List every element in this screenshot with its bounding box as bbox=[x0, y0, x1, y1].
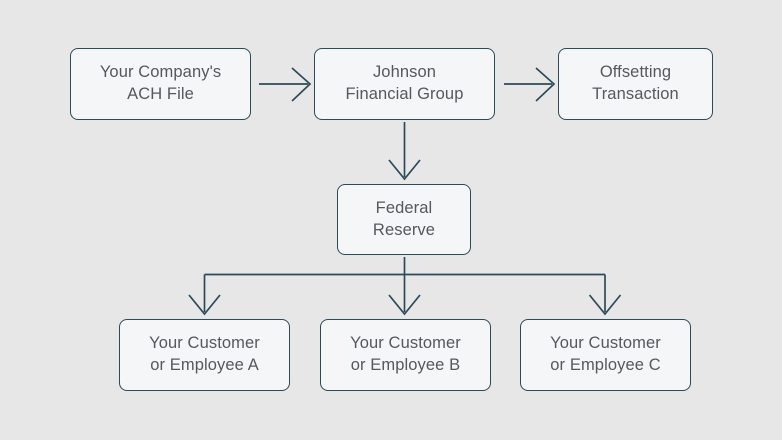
node-offsetting-transaction[interactable]: Offsetting Transaction bbox=[558, 48, 713, 120]
edge-johnson-to-fed bbox=[388, 122, 421, 181]
edge-fed-to-customer-a bbox=[188, 294, 221, 316]
node-ach-file[interactable]: Your Company's ACH File bbox=[70, 48, 251, 120]
edge-johnson-to-offsetting bbox=[504, 67, 556, 102]
node-customer-b-label: Your Customer or Employee B bbox=[350, 334, 461, 374]
node-customer-c[interactable]: Your Customer or Employee C bbox=[520, 319, 691, 391]
edge-ach-to-johnson bbox=[259, 67, 312, 102]
node-johnson-financial-group[interactable]: Johnson Financial Group bbox=[314, 48, 495, 120]
node-customer-b[interactable]: Your Customer or Employee B bbox=[320, 319, 491, 391]
node-offsetting-transaction-label: Offsetting Transaction bbox=[592, 63, 679, 103]
edge-fed-bus bbox=[203, 257, 606, 312]
node-federal-reserve[interactable]: Federal Reserve bbox=[337, 184, 471, 255]
node-johnson-financial-group-label: Johnson Financial Group bbox=[345, 63, 464, 103]
edge-fed-to-customer-b bbox=[388, 294, 421, 316]
node-federal-reserve-label: Federal Reserve bbox=[372, 198, 436, 239]
node-customer-a-label: Your Customer or Employee A bbox=[149, 334, 260, 374]
node-customer-c-label: Your Customer or Employee C bbox=[550, 334, 661, 374]
node-ach-file-label: Your Company's ACH File bbox=[99, 63, 222, 103]
edge-fed-to-customer-c bbox=[588, 294, 622, 316]
node-customer-a[interactable]: Your Customer or Employee A bbox=[119, 319, 290, 391]
